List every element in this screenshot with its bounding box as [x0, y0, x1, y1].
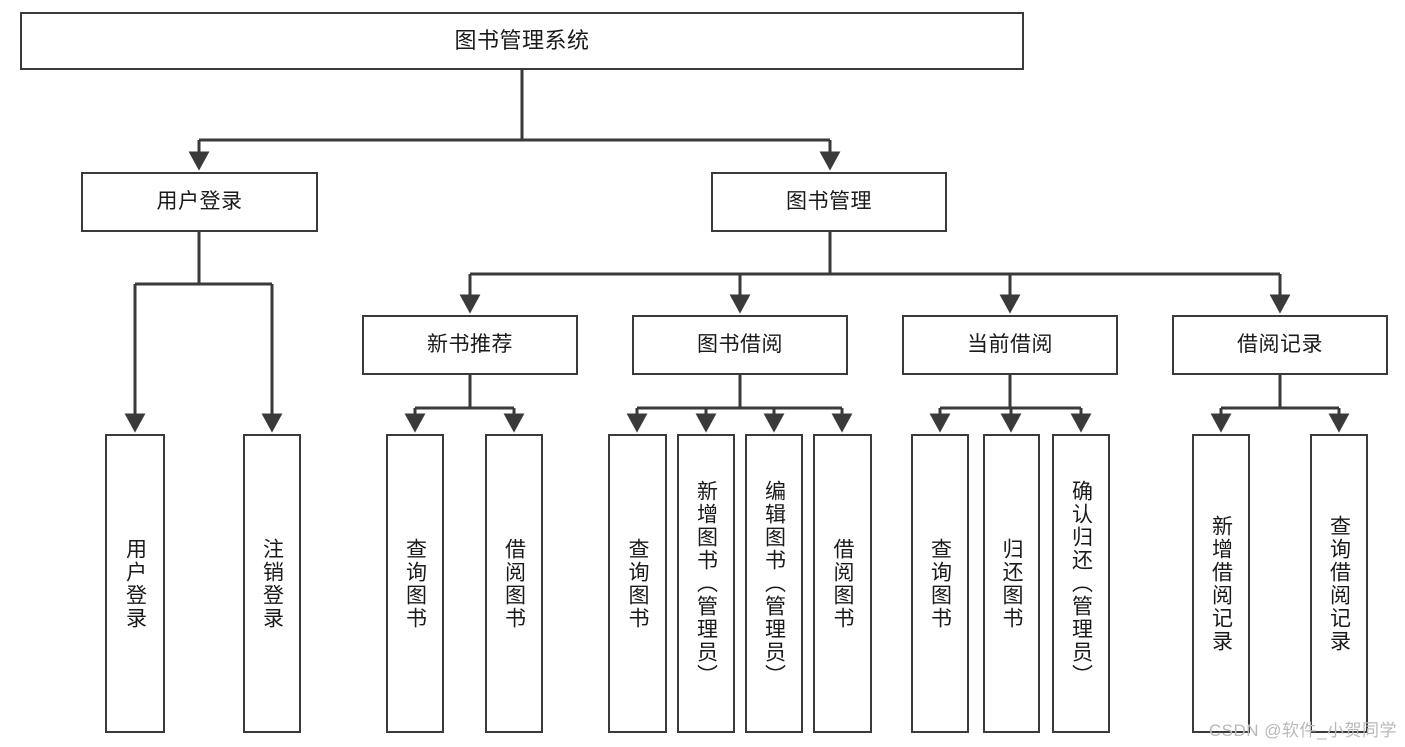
node-new-book-recommendation[interactable]: 新书推荐 [362, 315, 578, 375]
node-label: 确认归还（管理员） [1069, 480, 1093, 687]
node-label: 查询图书 [403, 537, 427, 630]
node-label: 图书管理 [786, 189, 872, 213]
node-label: 归还图书 [1000, 537, 1023, 630]
leaf-logout[interactable]: 注销登录 [243, 434, 301, 733]
leaf-add-borrow-record[interactable]: 新增借阅记录 [1192, 434, 1250, 733]
node-root-system[interactable]: 图书管理系统 [20, 12, 1024, 70]
node-label: 当前借阅 [967, 332, 1053, 356]
leaf-query-book-current[interactable]: 查询图书 [911, 434, 969, 733]
node-label: 借阅记录 [1237, 332, 1323, 356]
leaf-confirm-return-admin[interactable]: 确认归还（管理员） [1052, 434, 1110, 733]
node-label: 编辑图书（管理员） [762, 480, 786, 687]
node-label: 注销登录 [260, 537, 284, 630]
leaf-query-borrow-record[interactable]: 查询借阅记录 [1310, 434, 1368, 733]
node-label: 图书借阅 [697, 332, 783, 356]
node-label: 用户登录 [123, 537, 147, 630]
leaf-user-login[interactable]: 用户登录 [105, 434, 165, 733]
node-label: 借阅图书 [831, 537, 854, 630]
node-label: 借阅图书 [502, 537, 526, 630]
node-label: 查询借阅记录 [1327, 514, 1351, 653]
node-label: 查询图书 [626, 537, 649, 630]
node-label: 图书管理系统 [454, 28, 590, 54]
leaf-query-book-new[interactable]: 查询图书 [386, 434, 444, 733]
node-current-borrowing[interactable]: 当前借阅 [902, 315, 1118, 375]
leaf-return-book[interactable]: 归还图书 [983, 434, 1040, 733]
node-label: 新增借阅记录 [1209, 514, 1233, 653]
node-label: 新书推荐 [427, 332, 513, 356]
leaf-borrow-book-new[interactable]: 借阅图书 [485, 434, 543, 733]
node-borrowing-records[interactable]: 借阅记录 [1172, 315, 1388, 375]
leaf-edit-book-admin[interactable]: 编辑图书（管理员） [745, 434, 803, 733]
node-book-management[interactable]: 图书管理 [711, 172, 947, 232]
leaf-borrow-book[interactable]: 借阅图书 [813, 434, 872, 733]
leaf-add-book-admin[interactable]: 新增图书（管理员） [677, 434, 735, 733]
node-book-borrowing[interactable]: 图书借阅 [632, 315, 848, 375]
watermark-text: CSDN @软件_小贺同学 [1208, 721, 1397, 740]
node-label: 用户登录 [156, 189, 243, 213]
node-label: 新增图书（管理员） [694, 480, 718, 687]
node-user-login[interactable]: 用户登录 [81, 172, 318, 232]
leaf-query-book-borrow[interactable]: 查询图书 [608, 434, 667, 733]
node-label: 查询图书 [928, 537, 952, 630]
